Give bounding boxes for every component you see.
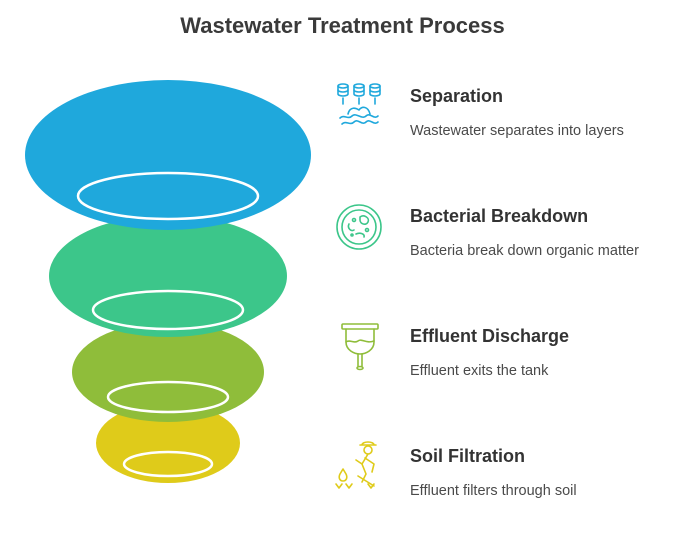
- step-description: Effluent filters through soil: [410, 483, 577, 499]
- step-heading: Soil Filtration: [410, 446, 525, 466]
- funnel-layer-bacterial-breakdown: [49, 215, 287, 337]
- step-description: Effluent exits the tank: [410, 363, 549, 379]
- step-effluent-discharge: Effluent Discharge Effluent exits the ta…: [332, 320, 677, 400]
- funnel-layer-effluent-discharge: [72, 322, 264, 422]
- separation-tanks-icon: [337, 83, 381, 125]
- bacteria-petri-dish-icon: [336, 204, 382, 250]
- step-heading: Bacterial Breakdown: [410, 206, 589, 226]
- step-separation: Separation Wastewater separates into lay…: [332, 80, 677, 160]
- discharge-funnel-icon: [341, 323, 379, 371]
- step-description: Wastewater separates into layers: [410, 123, 624, 139]
- funnel-layer-soil-filtration: [96, 403, 240, 483]
- step-soil-filtration: Soil Filtration Effluent filters through…: [332, 440, 677, 520]
- diagram-title: Wastewater Treatment Process: [180, 13, 505, 38]
- step-description: Bacteria break down organic matter: [410, 243, 639, 259]
- step-bacterial-breakdown: Bacterial Breakdown Bacteria break down …: [332, 200, 677, 280]
- step-heading: Effluent Discharge: [410, 326, 570, 346]
- step-heading: Separation: [410, 86, 504, 106]
- funnel-layer-separation: [25, 80, 311, 230]
- gardener-soil-icon: [335, 441, 377, 489]
